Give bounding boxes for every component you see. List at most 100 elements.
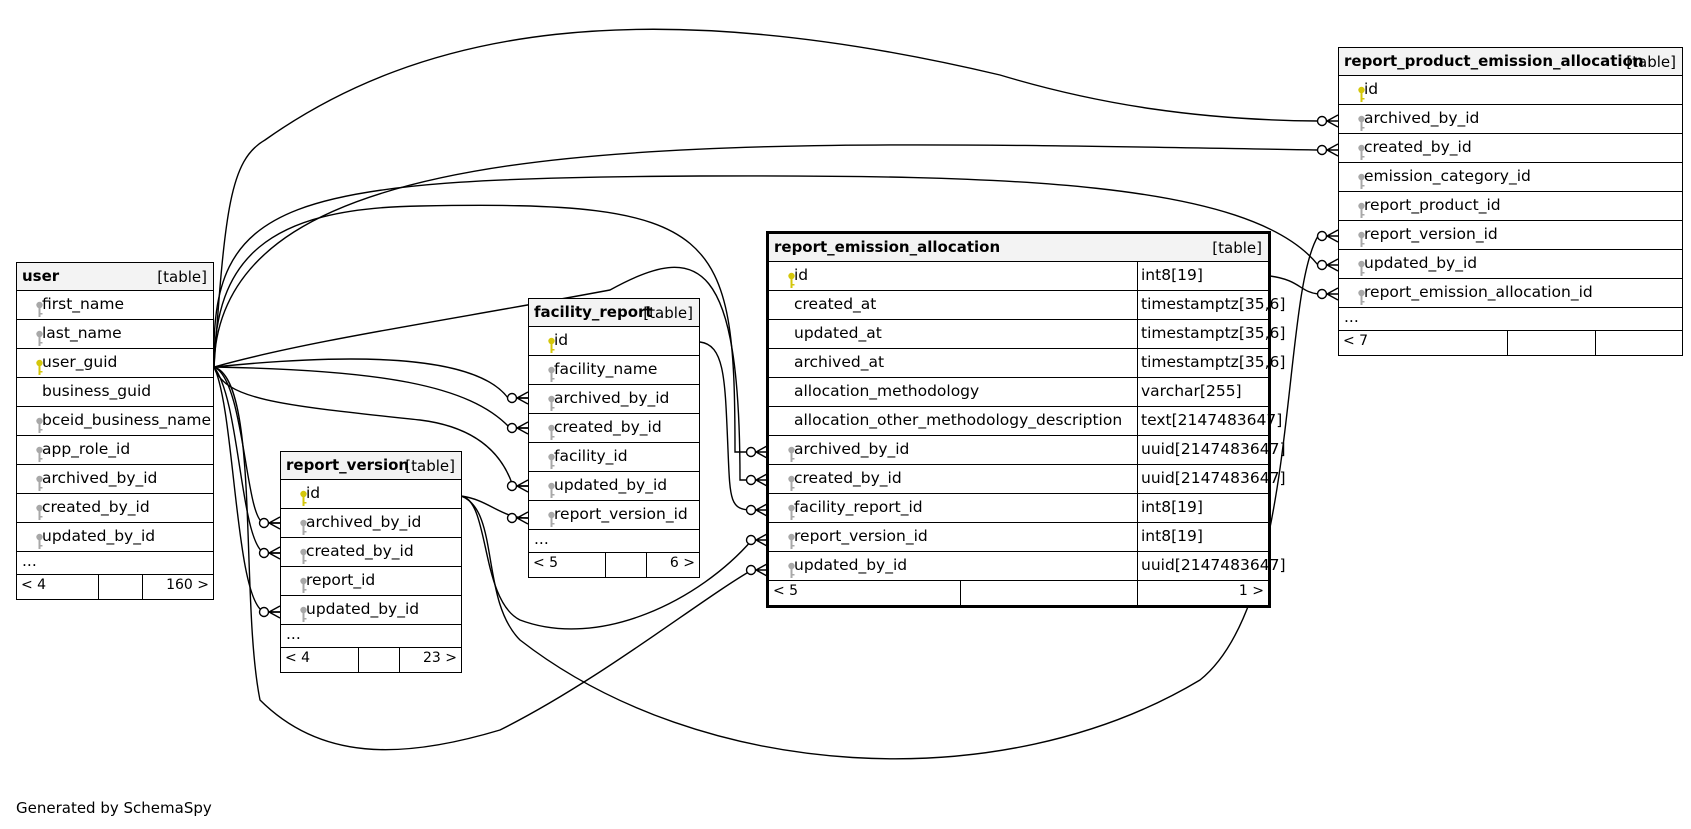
children-count[interactable]: 6 > [669,555,695,571]
relationship-line-user-rea-created[interactable] [213,266,752,481]
parents-count[interactable]: < 5 [773,583,799,599]
column-row-report-version-id[interactable]: report_version_id [1339,221,1682,250]
column-row-created-by-id[interactable]: created_by_id [1339,134,1682,163]
table-footer: < 4 160 > [17,575,213,599]
relationship-line-user-rv-created[interactable] [213,366,280,554]
column-name: business_guid [42,382,152,400]
column-name: updated_by_id [306,600,420,618]
column-row-bceid-business-name[interactable]: bceid_business_name [17,407,213,436]
column-type: uuid[2147483647] [1137,465,1286,493]
column-name: id [1364,80,1379,98]
column-row-report-version-id[interactable]: report_version_id [529,501,699,530]
column-row-updated-by-id[interactable]: updated_by_id [281,596,461,625]
column-row-report-product-id[interactable]: report_product_id [1339,192,1682,221]
column-row-emission-category-id[interactable]: emission_category_id [1339,163,1682,192]
column-row-last-name[interactable]: last_name [17,320,213,349]
column-name: archived_by_id [42,469,158,487]
column-row-archived-by-id[interactable]: archived_by_id [1339,105,1682,134]
relationship-line-rv-id-fr[interactable] [460,495,529,519]
column-row-created-by-id[interactable]: created_by_id [529,414,699,443]
column-row-report-id[interactable]: report_id [281,567,461,596]
table-header[interactable]: report_version [table] [281,452,461,480]
more-columns: ... [17,552,213,575]
table-report-product-emission-allocation[interactable]: report_product_emission_allocation [tabl… [1338,47,1683,356]
parents-count[interactable]: < 4 [285,650,311,666]
column-row-report-emission-allocation-id[interactable]: report_emission_allocation_id [1339,279,1682,308]
column-row-id[interactable]: id [529,327,699,356]
parents-count[interactable]: < 7 [1343,333,1369,349]
column-name: id [306,484,321,502]
table-footer: < 7 [1339,331,1682,355]
column-name: archived_at [794,353,885,371]
column-row-app-role-id[interactable]: app_role_id [17,436,213,465]
relationship-line-user-fr-archived[interactable] [213,358,528,399]
relationship-line-user-rpea-updated[interactable] [213,175,1319,368]
relationship-line-user-rpea-created[interactable] [213,144,1319,368]
table-header[interactable]: user [table] [17,263,213,291]
table-footer: < 5 6 > [529,553,699,577]
table-kind: [table] [1626,53,1676,71]
column-row-business-guid[interactable]: business_guid [17,378,213,407]
relationship-line-user-rea-updated[interactable] [213,366,753,751]
table-header[interactable]: report_product_emission_allocation [tabl… [1339,48,1682,76]
column-row-archived-by-id[interactable]: archived_by_id [281,509,461,538]
relationship-line-user-fr-created[interactable] [213,366,528,429]
column-row-archived-by-id[interactable]: archived_by_id [17,465,213,494]
column-name: report_version_id [794,527,928,545]
parents-count[interactable]: < 5 [533,555,559,571]
parents-count[interactable]: < 4 [21,577,47,593]
column-row-facility-name[interactable]: facility_name [529,356,699,385]
column-row-archived-by-id[interactable]: archived_by_id [529,385,699,414]
column-row-first-name[interactable]: first_name [17,291,213,320]
relationship-line-rea-id-rpea[interactable] [1269,275,1319,295]
column-row-user-guid[interactable]: user_guid [17,349,213,378]
column-name: created_by_id [554,418,662,436]
relationship-line-fr-id-rea[interactable] [699,341,753,511]
table-name: facility_report [534,303,653,321]
column-row-allocation-other-methodology-description[interactable]: allocation_other_methodology_description… [769,407,1282,436]
table-kind: [table] [157,268,207,286]
children-count[interactable]: 160 > [166,577,209,593]
column-row-facility-id[interactable]: facility_id [529,443,699,472]
relationship-line-user-rpea-archived[interactable] [213,28,1319,368]
column-name: updated_at [794,324,882,342]
column-row-updated-by-id[interactable]: updated_by_id [529,472,699,501]
column-row-updated-by-id[interactable]: updated_by_id [1339,250,1682,279]
column-row-id[interactable]: id [1339,76,1682,105]
table-user[interactable]: user [table] first_name last_name user_gui… [16,262,214,600]
column-row-updated-by-id[interactable]: updated_by_id [17,523,213,552]
relationship-line-user-fr-updated[interactable] [213,366,528,487]
table-header[interactable]: report_emission_allocation [table] [769,234,1268,262]
children-count[interactable]: 1 > [1238,583,1264,599]
more-columns: ... [1339,308,1682,331]
column-name: updated_by_id [1364,254,1478,272]
column-name: last_name [42,324,122,342]
column-name: report_product_id [1364,196,1501,214]
relationship-line-user-rea-archived[interactable] [213,204,752,453]
relationship-line-rv-id-rpea[interactable] [460,235,1319,760]
table-header[interactable]: facility_report [table] [529,299,699,327]
column-row-created-by-id[interactable]: created_by_id [17,494,213,523]
relationship-line-user-rv-updated[interactable] [213,366,280,613]
column-name: bceid_business_name [42,411,212,429]
column-name: updated_by_id [42,527,156,545]
column-row-id[interactable]: id [281,480,461,509]
relationship-line-rv-id-rea[interactable] [460,495,753,630]
table-kind: [table] [405,457,455,475]
column-name: archived_by_id [794,440,910,458]
column-row-created-by-id[interactable]: created_by_id [281,538,461,567]
children-count[interactable]: 23 > [423,650,457,666]
